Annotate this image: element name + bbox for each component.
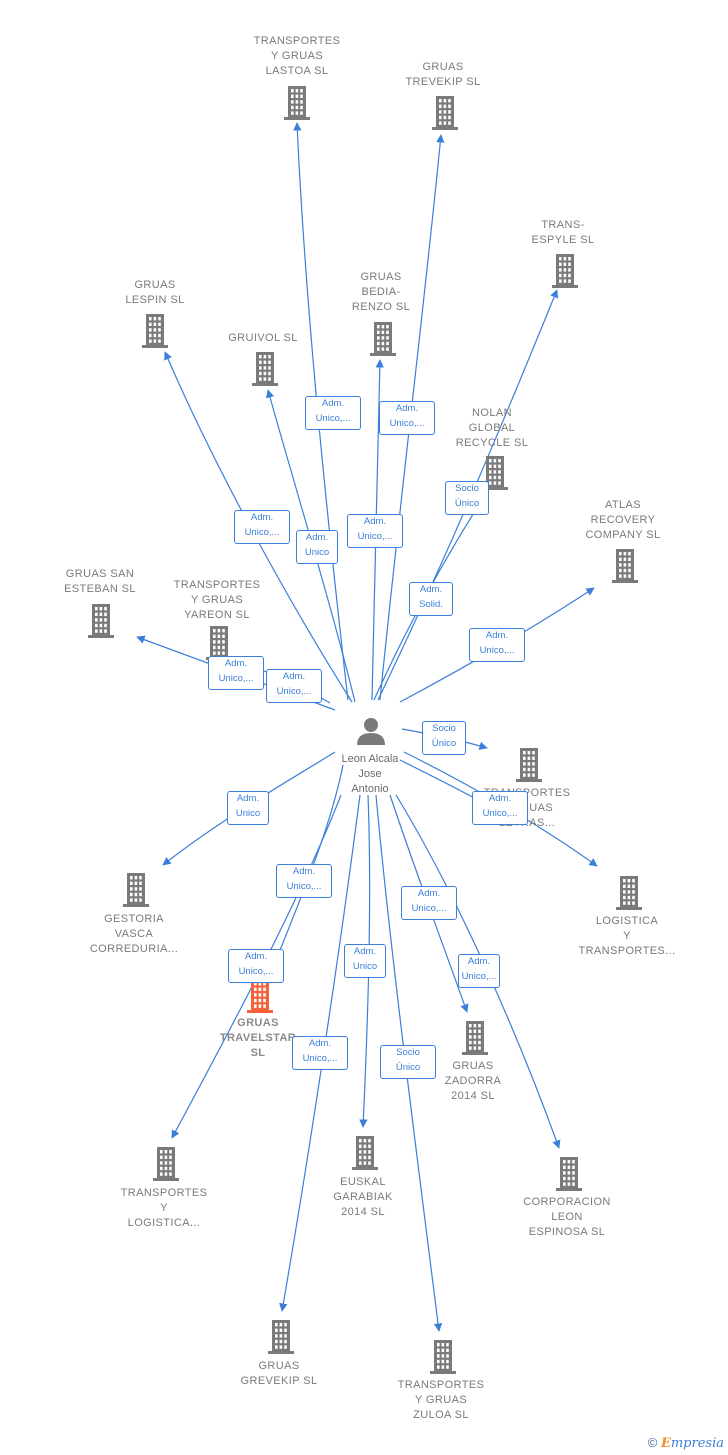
node-label-corporacion[interactable]: CORPORACION LEON ESPINOSA SL [523, 1196, 611, 1238]
edge-label-tylogistica[interactable]: Adm. Unico,... [228, 949, 284, 983]
building-layer [88, 86, 642, 1374]
node-label-lastoa[interactable]: TRANSPORTES Y GRUAS LASTOA SL [253, 35, 341, 77]
building-icon-yareon[interactable] [206, 626, 232, 660]
building-icon-travelstar[interactable] [247, 979, 273, 1013]
building-icon-atlas[interactable] [612, 549, 638, 583]
edge-label-travelstar[interactable]: Adm. Unico,... [276, 864, 332, 898]
node-label-yareon[interactable]: TRANSPORTES Y GRUAS YAREON SL [173, 579, 261, 621]
edge-label-lastoa[interactable]: Adm. Unico,... [305, 396, 361, 430]
edge-lespin [164, 351, 353, 703]
node-label-sanesteban[interactable]: GRUAS SAN ESTEBAN SL [64, 568, 136, 595]
edge-label-tgleyre[interactable]: Socio Único [422, 721, 466, 755]
node-label-grevekip[interactable]: GRUAS GREVEKIP SL [240, 1360, 318, 1387]
building-icon-lastoa[interactable] [284, 86, 310, 120]
edge-label-gruivol[interactable]: Adm. Unico [296, 530, 338, 564]
building-icon-tylogistica[interactable] [153, 1147, 179, 1181]
node-label-gruivol[interactable]: GRUIVOL SL [228, 332, 298, 344]
edge-label-sanesteban[interactable]: Adm. Unico,... [208, 656, 264, 690]
node-label-lespin[interactable]: GRUAS LESPIN SL [125, 279, 185, 306]
building-icon-gestoria[interactable] [123, 873, 149, 907]
building-icon-nolan[interactable] [482, 456, 508, 490]
node-label-atlas[interactable]: ATLAS RECOVERY COMPANY SL [585, 499, 661, 541]
node-label-logistica1[interactable]: LOGISTICA Y TRANSPORTES... [578, 915, 676, 957]
person-icon [357, 718, 385, 745]
edge-label-nolan[interactable]: Adm. Solid. [409, 582, 453, 616]
building-icon-zuloa[interactable] [430, 1340, 456, 1374]
edge-label-atlas[interactable]: Adm. Unico,... [469, 628, 525, 662]
node-label-euskal[interactable]: EUSKAL GARABIAK 2014 SL [333, 1176, 393, 1218]
node-label-gestoria[interactable]: GESTORIA VASCA CORREDURIA... [89, 913, 179, 955]
building-icon-zadorra[interactable] [462, 1021, 488, 1055]
brand-footer: © Empresia [648, 1435, 724, 1451]
node-label-zadorra[interactable]: GRUAS ZADORRA 2014 SL [444, 1060, 502, 1102]
edge-label-euskal[interactable]: Adm. Unico [344, 944, 386, 978]
edge-label-zuloa[interactable]: Socio Único [380, 1045, 436, 1079]
node-label-bediarenzo[interactable]: GRUAS BEDIA- RENZO SL [351, 271, 411, 313]
edge-label-corporacion[interactable]: Adm. Unico,... [458, 954, 500, 988]
edge-label-grevekip[interactable]: Adm. Unico,... [292, 1036, 348, 1070]
building-icon-corporacion[interactable] [556, 1157, 582, 1191]
node-label-nolan[interactable]: NOLAN GLOBAL RECYCLE SL [455, 407, 529, 449]
edge-label-trevekip[interactable]: Adm. Unico,... [379, 401, 435, 435]
node-label-transespyle[interactable]: TRANS- ESPYLE SL [531, 219, 595, 246]
node-label-trevekip[interactable]: GRUAS TREVEKIP SL [405, 61, 481, 88]
building-icon-grevekip[interactable] [268, 1320, 294, 1354]
building-icon-bediarenzo[interactable] [370, 322, 396, 356]
edge-label-lespin[interactable]: Adm. Unico,... [234, 510, 290, 544]
node-label-travelstar[interactable]: GRUAS TRAVELSTAR SL [219, 1017, 297, 1059]
building-icon-sanesteban[interactable] [88, 604, 114, 638]
edge-label-yareon[interactable]: Adm. Unico,... [266, 669, 322, 703]
edge-label-zadorra[interactable]: Adm. Unico,... [401, 886, 457, 920]
center-person-name[interactable]: Leon Alcala Jose Antonio [341, 753, 399, 795]
node-label-tylogistica[interactable]: TRANSPORTES Y LOGISTICA... [120, 1187, 208, 1229]
edge-label-logistica1[interactable]: Adm. Unico,... [472, 791, 528, 825]
building-icon-trevekip[interactable] [432, 96, 458, 130]
copyright-symbol: © [647, 1435, 658, 1450]
edge-label-transespyle[interactable]: Socio Único [445, 481, 489, 515]
building-icon-tgleyre[interactable] [516, 748, 542, 782]
building-icon-lespin[interactable] [142, 314, 168, 348]
empresia-logo[interactable]: Empresia [660, 1436, 724, 1451]
building-icon-transespyle[interactable] [552, 254, 578, 288]
edge-label-bediarenzo[interactable]: Adm. Unico,... [347, 514, 403, 548]
edge-label-gestoria[interactable]: Adm. Unico [227, 791, 269, 825]
building-icon-gruivol[interactable] [252, 352, 278, 386]
node-label-zuloa[interactable]: TRANSPORTES Y GRUAS ZULOA SL [397, 1379, 485, 1421]
building-icon-euskal[interactable] [352, 1136, 378, 1170]
building-icon-logistica1[interactable] [616, 876, 642, 910]
